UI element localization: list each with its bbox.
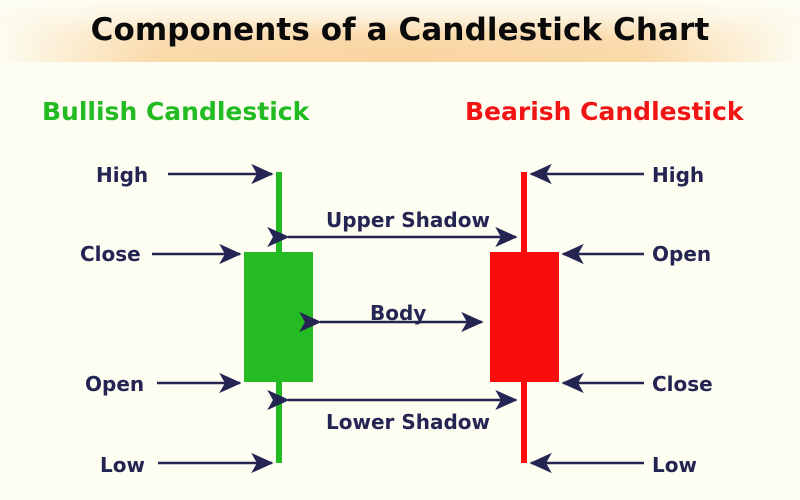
bullish-label-low: Low xyxy=(100,453,145,477)
bullish-label-open: Open xyxy=(85,372,145,396)
bearish-label-close: Close xyxy=(652,372,713,396)
annotation-upper-shadow: Upper Shadow xyxy=(326,208,490,232)
bullish-body xyxy=(244,252,313,382)
bearish-label-low: Low xyxy=(652,453,697,477)
title-gradient-band xyxy=(0,0,800,62)
bearish-body xyxy=(490,252,559,382)
annotation-lower-shadow: Lower Shadow xyxy=(326,410,491,434)
page-title: Components of a Candlestick Chart xyxy=(90,12,710,48)
bullish-label-close: Close xyxy=(80,242,141,266)
bullish-label-high: High xyxy=(96,163,149,187)
bearish-candlestick-heading: Bearish Candlestick xyxy=(465,97,744,126)
bearish-label-open: Open xyxy=(652,242,712,266)
annotation-body: Body xyxy=(370,301,427,325)
bearish-label-high: High xyxy=(652,163,705,187)
bullish-candlestick-heading: Bullish Candlestick xyxy=(42,97,310,126)
